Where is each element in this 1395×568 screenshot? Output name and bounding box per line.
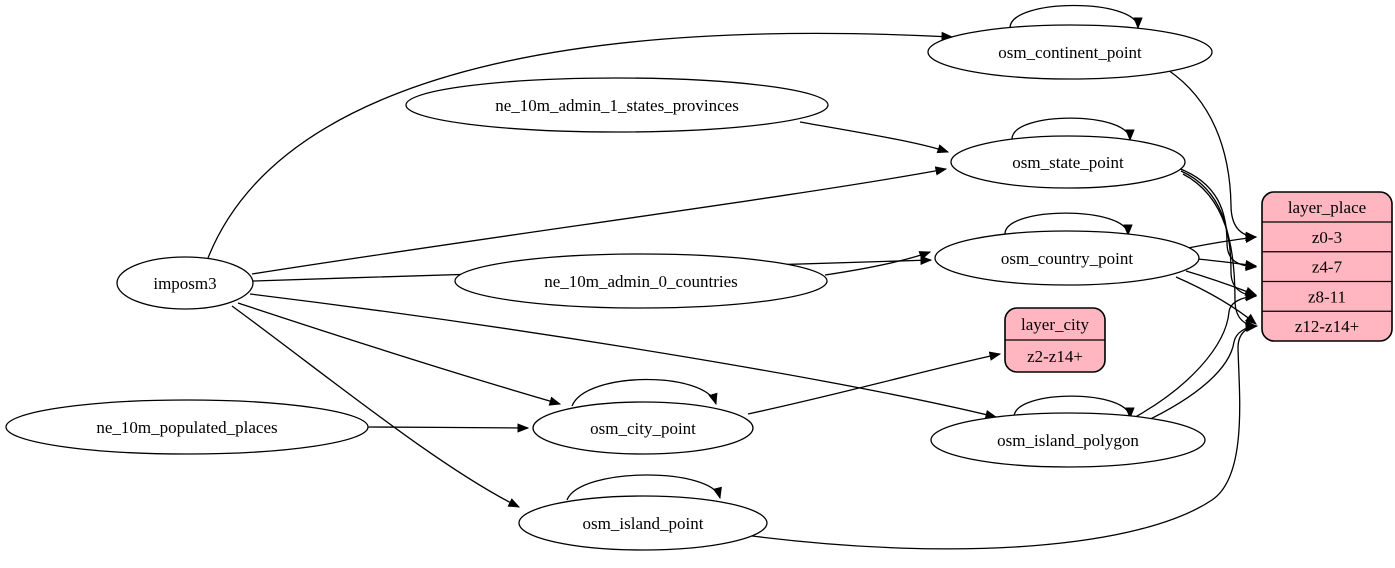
ellipse-shape bbox=[116, 256, 254, 310]
node-label: osm_city_point bbox=[590, 419, 696, 438]
edge-imposm3-to-osm_continent_point bbox=[207, 31, 954, 259]
edge-osm_country_point-to-layer_place-z8-11 bbox=[1185, 270, 1258, 296]
node-layer_city: layer_city z2-z14+ bbox=[1004, 307, 1106, 373]
edge-osm_state_point-to-layer_place-z12-z14+ bbox=[1182, 173, 1258, 330]
node-label: ne_10m_admin_1_states_provinces bbox=[495, 96, 739, 115]
node-label: osm_island_polygon bbox=[997, 431, 1139, 450]
node-osm_island_polygon: osm_island_polygon bbox=[930, 412, 1206, 468]
edge-osm_continent_point-to-layer_place-z0-3 bbox=[1167, 69, 1258, 242]
node-label: ne_10m_populated_places bbox=[96, 418, 277, 437]
node-ne_10m_admin_0_countries: ne_10m_admin_0_countries bbox=[454, 253, 828, 309]
node-osm_city_point: osm_city_point bbox=[532, 401, 754, 455]
edge-layer bbox=[207, 4, 1259, 550]
ellipse-shape bbox=[934, 230, 1200, 286]
record-row-z4-7: z4-7 bbox=[1312, 258, 1343, 277]
record-row-z2-z14+: z2-z14+ bbox=[1027, 347, 1083, 366]
edge-osm_state_point-to-layer_place-z8-11 bbox=[1180, 170, 1258, 301]
ellipse-shape bbox=[454, 253, 828, 309]
edge-imposm3-to-osm_island_point bbox=[231, 305, 521, 508]
edge-osm_continent_point-to-osm_continent_point bbox=[1009, 4, 1143, 30]
record-row-z12-z14+: z12-z14+ bbox=[1295, 317, 1359, 336]
node-osm_country_point: osm_country_point bbox=[934, 230, 1200, 286]
node-layer: imposm3 ne_10m_admin_1_states_provincesne… bbox=[5, 24, 1393, 551]
node-ne_10m_populated_places: ne_10m_populated_places bbox=[5, 399, 369, 455]
edge-osm_island_polygon-to-osm_island_polygon bbox=[1013, 395, 1135, 420]
node-osm_state_point: osm_state_point bbox=[950, 135, 1186, 189]
edge-osm_city_point-to-osm_city_point bbox=[571, 378, 718, 407]
node-osm_island_point: osm_island_point bbox=[518, 495, 768, 551]
node-ne_10m_admin_1_states_provinces: ne_10m_admin_1_states_provinces bbox=[405, 77, 829, 133]
record-shape bbox=[1261, 191, 1393, 342]
node-label: imposm3 bbox=[153, 274, 216, 293]
ellipse-shape bbox=[5, 399, 369, 455]
edge-osm_state_point-to-osm_state_point bbox=[1011, 117, 1135, 142]
edge-ne_10m_admin_1_states_provinces-to-osm_state_point bbox=[799, 121, 950, 154]
edge-osm_island_polygon-to-layer_place-z8-11 bbox=[1127, 292, 1258, 422]
edge-osm_country_point-to-osm_country_point bbox=[1004, 212, 1133, 237]
edge-osm_country_point-to-layer_place-z4-7 bbox=[1196, 258, 1258, 270]
node-label: ne_10m_admin_0_countries bbox=[544, 272, 738, 291]
edge-ne_10m_admin_0_countries-to-osm_country_point bbox=[824, 251, 932, 276]
node-osm_continent_point: osm_continent_point bbox=[927, 24, 1213, 80]
edge-osm_country_point-to-layer_place-z12-z14+ bbox=[1175, 276, 1257, 325]
edge-imposm3-to-osm_city_point bbox=[237, 302, 562, 406]
edge-osm_country_point-to-layer_place-z0-3 bbox=[1187, 233, 1258, 249]
node-label: osm_island_point bbox=[583, 514, 704, 533]
edge-ne_10m_populated_places-to-osm_city_point bbox=[367, 423, 530, 433]
ellipse-shape bbox=[405, 77, 829, 133]
edge-imposm3-to-osm_state_point bbox=[251, 166, 948, 275]
record-header: layer_city bbox=[1021, 315, 1089, 334]
record-row-z8-11: z8-11 bbox=[1308, 287, 1346, 306]
node-label: osm_continent_point bbox=[998, 43, 1142, 62]
record-row-z0-3: z0-3 bbox=[1312, 228, 1342, 247]
edge-osm_island_point-to-osm_island_point bbox=[566, 474, 722, 501]
ellipse-shape bbox=[950, 135, 1186, 189]
node-label: osm_country_point bbox=[1001, 249, 1133, 268]
ellipse-shape bbox=[518, 495, 768, 551]
edge-osm_island_point-to-layer_place-z12-z14+ bbox=[751, 322, 1259, 550]
edge-imposm3-to-osm_island_polygon bbox=[249, 293, 998, 420]
ellipse-shape bbox=[930, 412, 1206, 468]
ellipse-shape bbox=[927, 24, 1213, 80]
edge-osm_island_polygon-to-layer_place-z12-z14+ bbox=[1139, 322, 1258, 425]
node-imposm3: imposm3 bbox=[116, 256, 254, 310]
node-label: osm_state_point bbox=[1012, 153, 1124, 172]
edge-osm_city_point-to-layer_city-z2-z14+ bbox=[747, 351, 1002, 415]
record-header: layer_place bbox=[1288, 198, 1366, 217]
node-layer_place: layer_place z0-3 z4-7 z8-11 z12-z14+ bbox=[1261, 191, 1393, 342]
ellipse-shape bbox=[532, 401, 754, 455]
